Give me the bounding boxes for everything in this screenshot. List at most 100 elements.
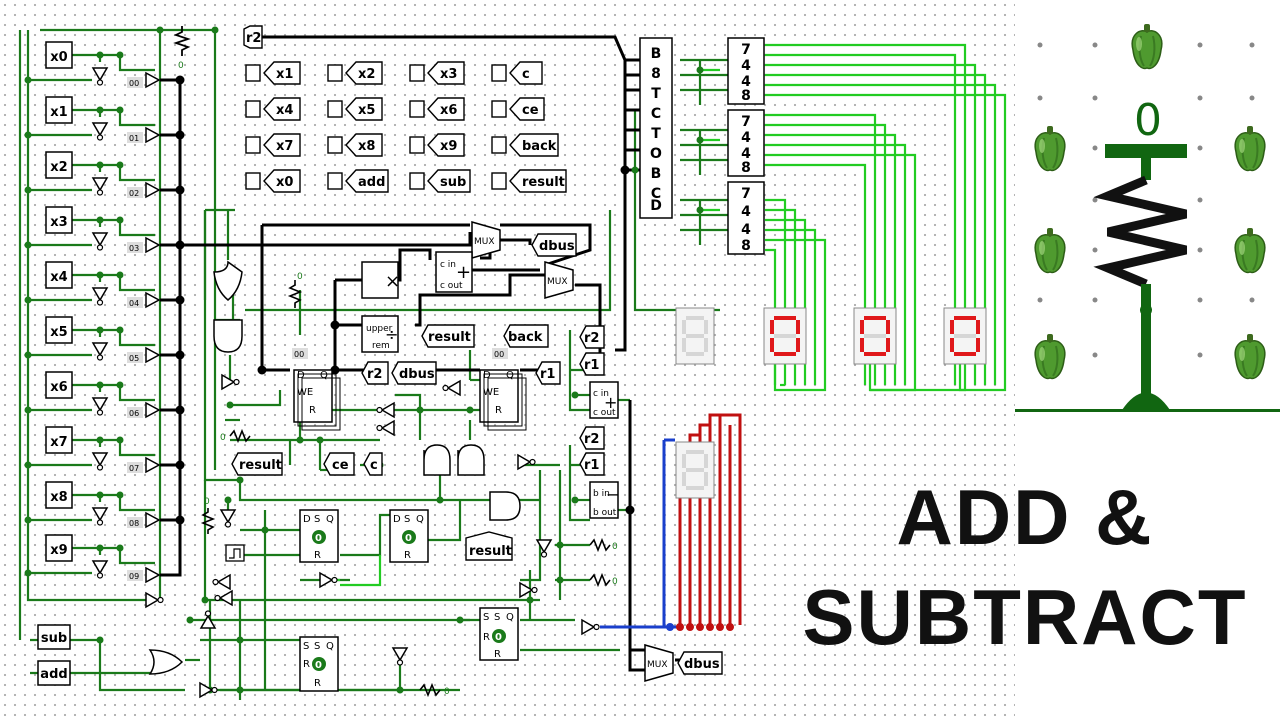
key[interactable]: x1 — [245, 61, 301, 85]
x-input-pin[interactable]: x0 — [45, 41, 73, 69]
add-input[interactable]: add — [37, 660, 71, 686]
wire-network — [18, 28, 730, 700]
resistors — [200, 280, 611, 698]
pepper-icon — [1234, 333, 1266, 380]
pin-s: S — [404, 514, 410, 525]
state-indicator: 0 — [405, 533, 412, 544]
tunnel-label: dbus — [539, 239, 575, 254]
sub-input[interactable]: sub — [37, 624, 71, 650]
pin-r: R — [483, 632, 490, 643]
register-r2: 00 D Q WE R — [292, 348, 341, 431]
decoder-char: 4 — [741, 204, 751, 220]
tunnel: back — [503, 324, 549, 348]
ground-label: 0 — [220, 433, 226, 443]
upper-label: upper — [366, 324, 393, 334]
key[interactable]: x6 — [409, 97, 465, 121]
pin-r: R — [303, 659, 310, 670]
key[interactable]: sub — [409, 169, 471, 193]
pin-s: S — [494, 612, 500, 623]
key[interactable]: ce — [491, 97, 545, 121]
decoder-output-wires — [330, 43, 1007, 587]
add-input-label: add — [40, 667, 67, 682]
pin-d: D — [393, 514, 401, 525]
key[interactable]: back — [491, 133, 559, 157]
mux-mid: MUX — [544, 261, 574, 299]
muxes: MUX MUX MUX — [471, 221, 674, 682]
tunnel-label: r2 — [584, 331, 599, 346]
key[interactable]: x2 — [327, 61, 383, 85]
tunnel: c — [363, 452, 383, 476]
key-label: add — [358, 175, 385, 190]
ground-label: 0 — [297, 272, 303, 282]
tunnel-label: dbus — [684, 657, 720, 672]
decoder-char: 7 — [741, 186, 751, 202]
key[interactable]: x9 — [409, 133, 465, 157]
key[interactable]: x7 — [245, 133, 301, 157]
decoder-char: 8 — [741, 88, 751, 104]
title-line-1: ADD & — [896, 473, 1154, 561]
bit-labels: 00 01 02 03 04 05 06 07 08 09 — [127, 77, 143, 581]
key[interactable]: x3 — [409, 61, 465, 85]
x-input-pin[interactable]: x3 — [45, 206, 73, 234]
bit-label: 07 — [129, 464, 139, 473]
segment-bus — [600, 413, 742, 629]
key[interactable]: c — [491, 61, 543, 85]
seg-display-digit — [943, 307, 987, 365]
x-input-pin[interactable]: x9 — [45, 534, 73, 562]
tunnel-label: r2 — [367, 367, 382, 382]
x-input-pin[interactable]: x1 — [45, 96, 73, 124]
pin-q: Q — [326, 514, 334, 525]
key[interactable]: result — [491, 169, 567, 193]
mux-bottom: MUX — [644, 644, 674, 682]
state-indicator: 0 — [315, 660, 322, 671]
tunnel-label: r2 — [584, 432, 599, 447]
resistor-value: 0 — [178, 61, 184, 71]
pepper-icon — [1034, 125, 1066, 172]
x-input-pin[interactable]: x7 — [45, 426, 73, 454]
pin-r: R — [404, 550, 411, 561]
pin-we: WE — [297, 387, 313, 398]
key[interactable]: add — [327, 169, 389, 193]
tunnel-label: back — [508, 330, 543, 345]
key[interactable]: x5 — [327, 97, 383, 121]
decoder-char: 4 — [741, 58, 751, 74]
x-pin-label: x4 — [50, 270, 67, 285]
pin-r: R — [314, 550, 321, 561]
key[interactable]: x4 — [245, 97, 301, 121]
pepper-icon — [1234, 125, 1266, 172]
cout-label: c out — [593, 408, 616, 418]
key-label: x2 — [358, 67, 375, 82]
x-input-pin[interactable]: x2 — [45, 151, 73, 179]
x-input-pin[interactable]: x6 — [45, 371, 73, 399]
tunnel-label: r1 — [584, 358, 599, 373]
logic-gates — [148, 260, 521, 675]
x-input-pin[interactable]: x5 — [45, 316, 73, 344]
x-pin-label: x2 — [50, 160, 67, 175]
dot-grid — [1037, 42, 1255, 358]
pin-s: S — [314, 514, 320, 525]
bcd-letter: B — [651, 166, 662, 182]
x-input-pin[interactable]: x8 — [45, 481, 73, 509]
tunnel-label: dbus — [399, 367, 435, 382]
seg-display-off — [675, 307, 715, 365]
big-resistor-value: 0 — [1134, 95, 1162, 146]
tunnels: r2 dbus result back r2 dbus r1 result ce… — [231, 25, 723, 675]
bit-label: 06 — [129, 409, 139, 418]
key[interactable]: x8 — [327, 133, 383, 157]
key[interactable]: x0 — [245, 169, 301, 193]
x-pin-label: x1 — [50, 105, 67, 120]
x-input-pins: x0 x1 x2 x3 x4 x5 x6 x7 x8 x9 — [45, 41, 73, 562]
register-r1: 00 D Q WE R — [479, 348, 527, 431]
bcd-letter: B — [651, 46, 662, 62]
subtractor: −b inb out — [589, 481, 619, 519]
bcd-letter: C — [651, 106, 661, 122]
ground-labels: 0 0 0 0 0 0 — [204, 272, 618, 697]
pin-q: Q — [326, 641, 334, 652]
x-input-pin[interactable]: x4 — [45, 261, 73, 289]
bit-label: 05 — [129, 354, 139, 363]
tunnel: r1 — [579, 452, 605, 476]
cin-label: c in — [440, 260, 456, 270]
tunnel: r2 — [361, 361, 389, 385]
